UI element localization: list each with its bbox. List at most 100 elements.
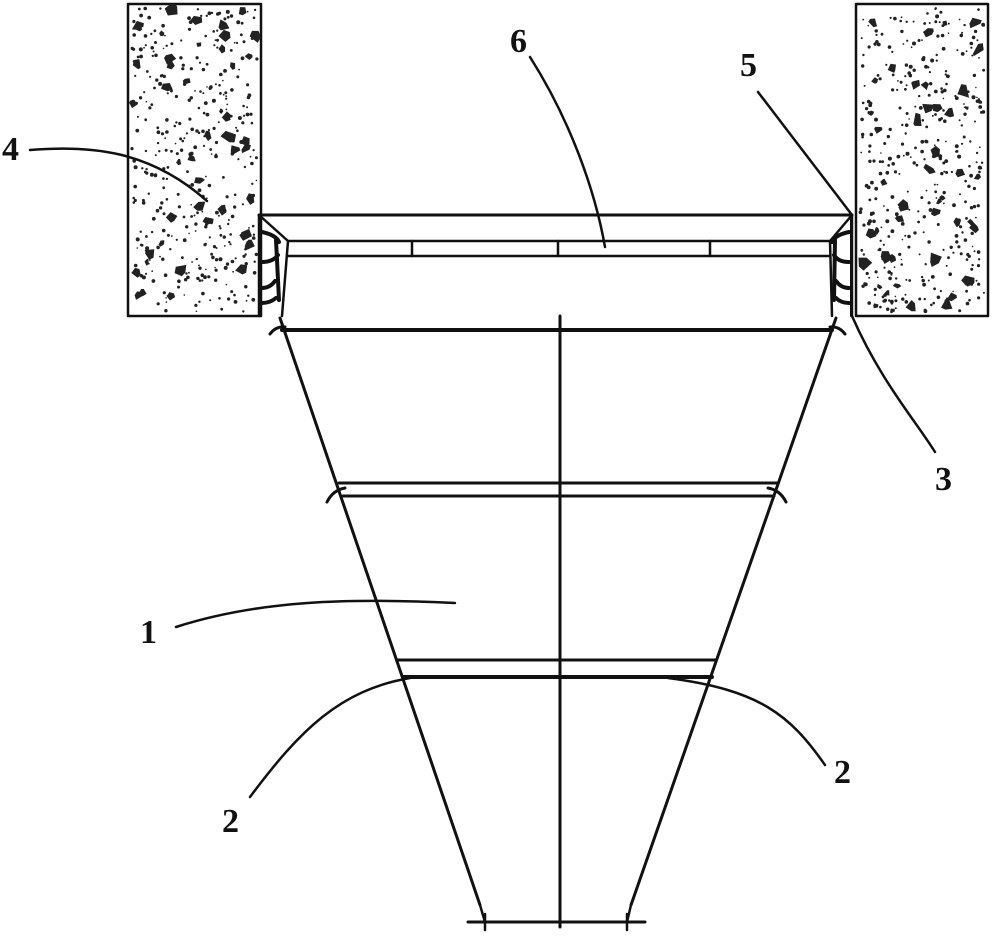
- label-4: 4: [2, 131, 19, 168]
- concrete-speck: [977, 8, 980, 11]
- concrete-speck: [976, 96, 978, 99]
- concrete-speck: [131, 267, 141, 278]
- concrete-speck: [969, 17, 982, 29]
- concrete-speck: [971, 95, 976, 100]
- concrete-speck: [874, 197, 878, 201]
- concrete-speck: [957, 218, 961, 223]
- concrete-speck: [947, 22, 950, 25]
- concrete-speck: [860, 117, 864, 122]
- concrete-speck: [158, 81, 163, 86]
- concrete-speck: [244, 253, 247, 256]
- concrete-speck: [185, 132, 188, 135]
- concrete-speck: [868, 150, 871, 153]
- concrete-speck: [193, 201, 206, 211]
- concrete-speck: [860, 37, 863, 40]
- concrete-speck: [229, 49, 233, 52]
- concrete-speck: [143, 34, 148, 38]
- concrete-speck: [949, 245, 953, 249]
- concrete-speck: [177, 205, 181, 209]
- concrete-speck: [945, 171, 949, 174]
- concrete-speck: [887, 270, 891, 274]
- concrete-speck: [188, 152, 193, 157]
- concrete-speck: [165, 297, 167, 299]
- concrete-speck: [143, 6, 147, 11]
- concrete-speck: [254, 252, 258, 257]
- concrete-speck: [967, 184, 971, 188]
- concrete-speck: [877, 283, 883, 290]
- concrete-speck: [144, 44, 147, 47]
- concrete-speck: [965, 289, 968, 293]
- concrete-speck: [205, 14, 208, 17]
- concrete-speck: [891, 50, 894, 54]
- concrete-speck: [927, 66, 930, 69]
- callout-labels: 1 2 2 3 4 5 6: [2, 23, 952, 840]
- concrete-speck: [933, 183, 936, 186]
- concrete-speck: [931, 154, 936, 159]
- concrete-speck: [905, 84, 908, 87]
- concrete-speck: [905, 151, 910, 156]
- concrete-speck: [894, 295, 897, 298]
- concrete-speck: [194, 230, 197, 232]
- concrete-speck: [977, 296, 981, 300]
- concrete-speck: [203, 101, 208, 105]
- concrete-speck: [164, 34, 166, 37]
- concrete-speck: [936, 138, 940, 142]
- concrete-speck: [972, 43, 984, 57]
- concrete-speck: [230, 290, 234, 294]
- concrete-speck: [181, 63, 185, 67]
- concrete-speck: [212, 126, 216, 130]
- concrete-speck: [904, 63, 909, 67]
- concrete-speck: [218, 257, 223, 262]
- concrete-speck: [193, 214, 196, 217]
- concrete-speck: [978, 170, 981, 174]
- concrete-speck: [232, 270, 235, 273]
- concrete-speck: [928, 71, 932, 74]
- concrete-speck: [233, 193, 237, 197]
- concrete-speck: [161, 257, 165, 261]
- concrete-speck: [912, 41, 916, 46]
- concrete-speck: [182, 238, 187, 243]
- concrete-speck: [944, 73, 947, 76]
- concrete-speck: [964, 179, 967, 183]
- concrete-speck: [961, 231, 964, 234]
- concrete-speck: [197, 188, 202, 193]
- concrete-speck: [132, 19, 136, 24]
- concrete-speck: [249, 30, 261, 43]
- concrete-speck: [209, 299, 212, 302]
- concrete-speck: [890, 195, 895, 199]
- concrete-speck: [254, 156, 258, 160]
- concrete-speck: [228, 114, 232, 118]
- concrete-speck: [858, 210, 863, 215]
- concrete-speck: [155, 208, 160, 213]
- concrete-speck: [886, 208, 889, 212]
- concrete-speck: [241, 143, 251, 154]
- concrete-speck: [945, 82, 948, 86]
- concrete-speck: [941, 296, 953, 310]
- concrete-speck: [165, 198, 169, 201]
- concrete-speck: [873, 227, 880, 235]
- concrete-speck: [975, 279, 978, 282]
- concrete-speck: [868, 45, 871, 48]
- concrete-speck: [225, 95, 228, 97]
- concrete-speck: [869, 132, 874, 137]
- concrete-speck: [887, 45, 892, 49]
- concrete-speck: [250, 161, 254, 166]
- concrete-speck: [976, 23, 979, 25]
- concrete-speck: [177, 285, 180, 289]
- concrete-speck: [194, 222, 198, 226]
- concrete-speck: [166, 295, 169, 297]
- concrete-speck: [154, 173, 158, 177]
- concrete-speck: [239, 33, 243, 37]
- concrete-speck: [930, 252, 942, 267]
- concrete-speck: [893, 266, 896, 268]
- concrete-speck: [165, 130, 169, 134]
- concrete-speck: [959, 225, 963, 229]
- concrete-speck: [933, 104, 943, 113]
- concrete-speck: [883, 266, 886, 269]
- concrete-speck: [150, 103, 154, 106]
- anchor-brackets: [260, 230, 851, 305]
- concrete-speck: [145, 235, 148, 238]
- concrete-speck: [867, 301, 871, 305]
- concrete-speck: [900, 258, 903, 261]
- concrete-speck: [963, 23, 966, 27]
